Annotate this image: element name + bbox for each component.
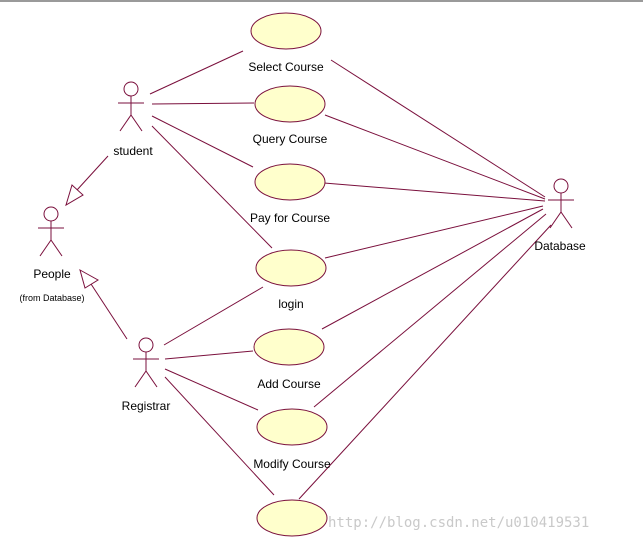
actor-student[interactable]: student	[113, 81, 153, 158]
assoc-registrar-unnamed[interactable]	[164, 376, 275, 496]
use-case-unnamed[interactable]	[256, 499, 328, 537]
assoc-login-database[interactable]	[324, 205, 544, 259]
use-case-modify-course-label: Modify Course	[253, 457, 331, 471]
use-case-login-label: login	[278, 297, 303, 311]
assoc-student-query-course[interactable]	[151, 102, 255, 105]
use-case-select-course-ellipse[interactable]	[250, 12, 322, 50]
assoc-modify-course-database[interactable]	[313, 213, 547, 408]
use-case-login-ellipse[interactable]	[255, 249, 327, 287]
generalization-student-people-arrowhead	[65, 184, 84, 207]
actor-people-right-leg	[50, 239, 63, 257]
use-case-add-course[interactable]: Add Course	[253, 328, 325, 391]
actor-people-left-leg	[39, 239, 52, 257]
actor-registrar[interactable]: Registrar	[122, 337, 171, 413]
assoc-pay-for-course-database[interactable]	[323, 182, 546, 202]
actors: student People (from Database) Registrar	[19, 81, 586, 413]
assoc-unnamed-database[interactable]	[298, 224, 552, 500]
assoc-select-course-database[interactable]	[330, 59, 546, 198]
actor-database-right-leg	[560, 211, 573, 229]
actor-registrar-right-leg	[145, 370, 158, 388]
use-case-pay-for-course-ellipse[interactable]	[254, 163, 326, 201]
use-case-pay-for-course-label: Pay for Course	[250, 211, 330, 225]
actor-student-right-leg	[130, 114, 143, 132]
actor-people[interactable]: People (from Database)	[19, 206, 85, 303]
use-case-query-course-ellipse[interactable]	[254, 85, 326, 123]
use-case-add-course-label: Add Course	[257, 377, 321, 391]
assoc-query-course-database[interactable]	[324, 114, 546, 200]
actor-database[interactable]: Database	[534, 178, 586, 253]
use-case-modify-course[interactable]: Modify Course	[253, 408, 331, 471]
actor-database-head-icon	[553, 178, 569, 194]
use-case-select-course-label: Select Course	[248, 60, 324, 74]
use-cases: Select Course Query Course Pay for Cours…	[248, 12, 331, 537]
use-case-query-course[interactable]: Query Course	[253, 85, 328, 146]
generalization-registrar-people-line[interactable]	[90, 283, 128, 340]
actor-people-label: People	[33, 267, 71, 281]
actor-registrar-head-icon	[138, 337, 154, 353]
actor-student-head-icon	[123, 81, 139, 97]
assoc-registrar-login[interactable]	[163, 286, 264, 346]
use-case-modify-course-ellipse[interactable]	[256, 408, 328, 446]
use-case-pay-for-course[interactable]: Pay for Course	[250, 163, 330, 225]
use-case-select-course[interactable]: Select Course	[248, 12, 324, 74]
use-case-add-course-ellipse[interactable]	[253, 328, 325, 366]
actor-registrar-label: Registrar	[122, 399, 171, 413]
generalization-registrar-people-arrowhead	[79, 268, 99, 289]
actor-registrar-left-leg	[134, 370, 147, 388]
watermark-text: http://blog.csdn.net/u010419531	[328, 515, 589, 531]
actor-database-left-leg	[549, 211, 562, 229]
associations	[149, 50, 552, 500]
actor-people-note: (from Database)	[19, 293, 84, 303]
actor-database-label: Database	[534, 239, 586, 253]
assoc-student-login[interactable]	[151, 125, 273, 249]
generalization-student-people-line[interactable]	[76, 155, 109, 191]
assoc-registrar-add-course[interactable]	[164, 350, 254, 360]
assoc-student-select-course[interactable]	[149, 50, 244, 95]
use-case-unnamed-ellipse[interactable]	[256, 499, 328, 537]
actor-student-left-leg	[119, 114, 132, 132]
assoc-student-pay-for-course[interactable]	[151, 115, 254, 168]
generalizations	[65, 155, 128, 340]
actor-people-head-icon	[43, 206, 59, 222]
assoc-add-course-database[interactable]	[321, 208, 544, 330]
assoc-registrar-modify-course[interactable]	[164, 368, 259, 411]
actor-student-label: student	[113, 144, 153, 158]
use-case-query-course-label: Query Course	[253, 132, 328, 146]
use-case-login[interactable]: login	[255, 249, 327, 311]
